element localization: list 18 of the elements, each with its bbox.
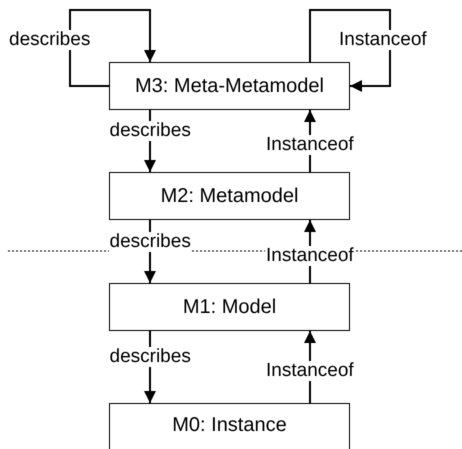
level-name: M1: Model [182,296,276,318]
level-name: M2: Metamodel [160,184,298,208]
level-box [109,172,350,220]
level-name: M0: Instance [172,414,287,437]
edge-label: Instanceof [338,30,428,50]
arrow [309,9,391,92]
arrow [69,9,156,87]
edge-label: describes [108,347,192,367]
level-name: M3: Meta-Metamodel [135,74,324,98]
edge-label: describes [108,121,192,141]
edge-label: Instanceof [265,361,355,381]
edge-label: Instanceof [265,246,355,266]
edge-label: describes [108,232,192,252]
level-box [109,403,350,449]
level-box [109,62,350,110]
edge-label: Instanceof [265,135,355,155]
level-box [109,283,350,331]
edge-label: describes [8,30,92,50]
